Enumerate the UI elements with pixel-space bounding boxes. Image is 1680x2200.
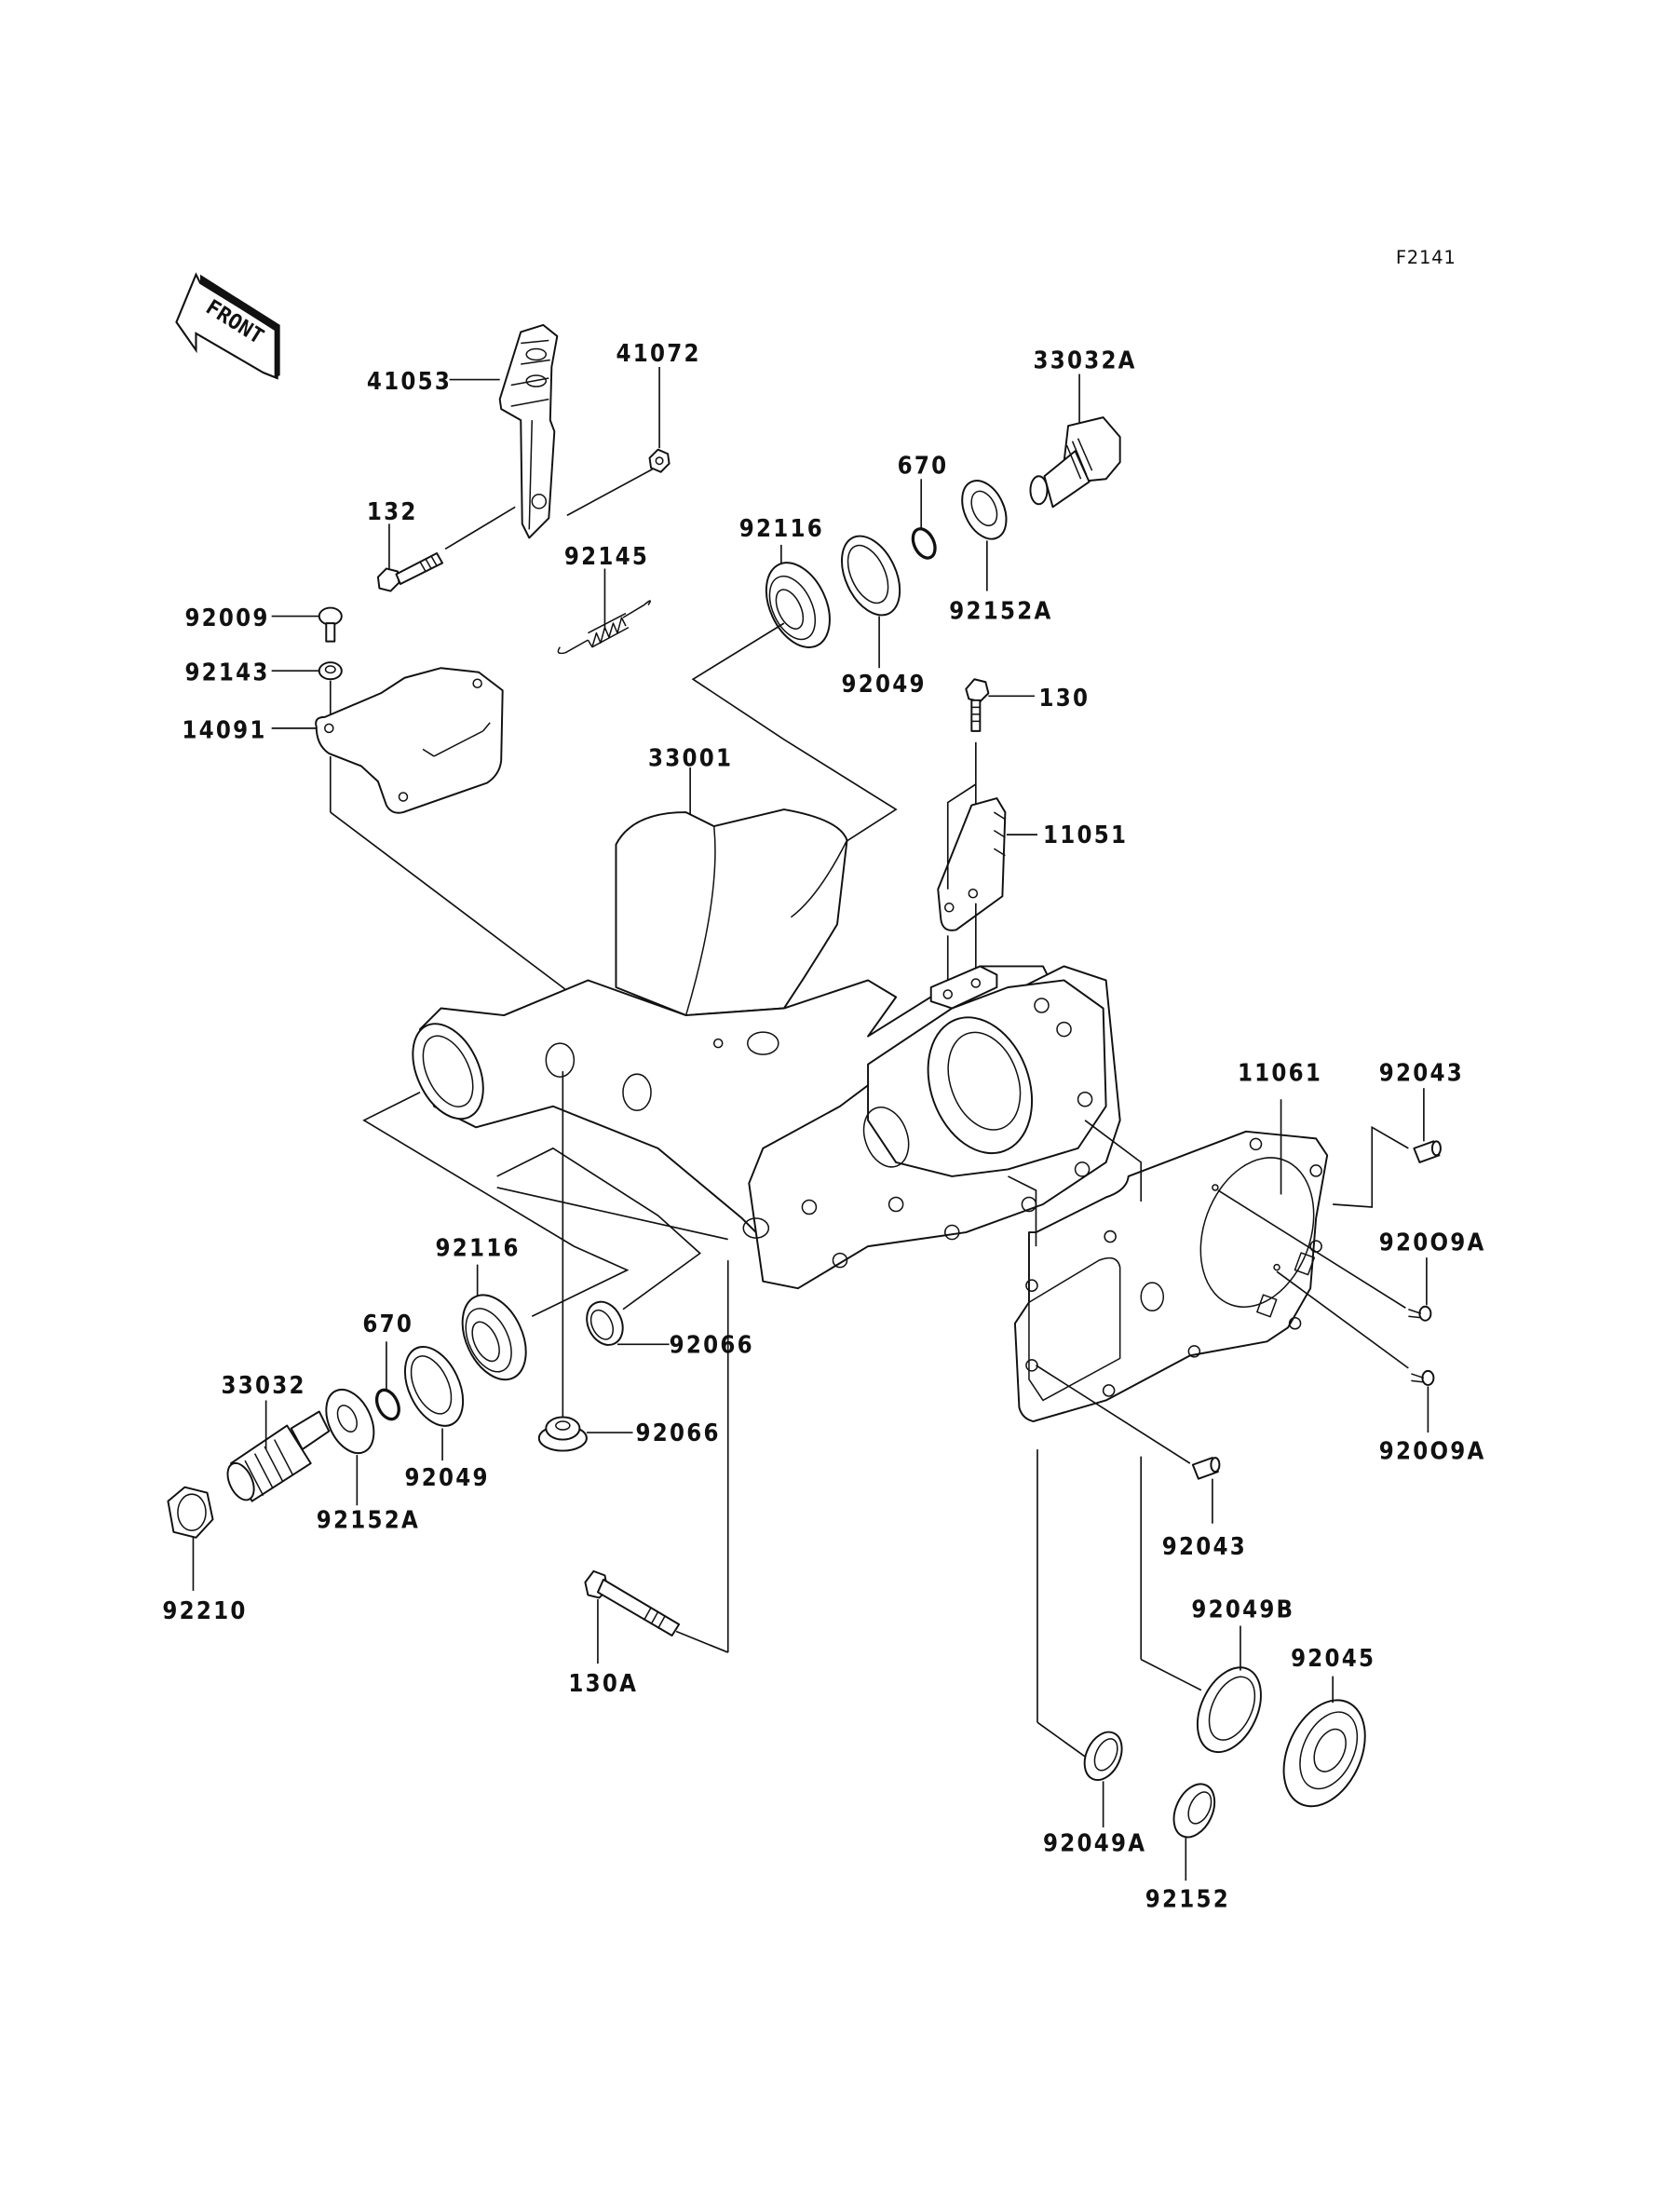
collar-part	[318, 661, 343, 681]
collar-part	[325, 1388, 375, 1455]
callout-41072[interactable]: 41072	[616, 340, 700, 368]
o-ring-part	[911, 527, 937, 560]
spring-part	[557, 600, 651, 655]
collar-part	[961, 480, 1008, 540]
screw-part	[1411, 1369, 1435, 1386]
callout-92152[interactable]: 92152	[1145, 1886, 1230, 1914]
callout-92066-top[interactable]: 92066	[670, 1331, 754, 1359]
callout-33032[interactable]: 33032	[222, 1372, 306, 1400]
callout-670-bottom[interactable]: 670	[362, 1310, 413, 1338]
callout-92049A[interactable]: 92049A	[1043, 1830, 1146, 1858]
figure-id: F2141	[1396, 247, 1456, 268]
lock-nut-part	[167, 1486, 214, 1539]
cover-part	[315, 667, 504, 814]
bearing-part	[461, 1294, 527, 1381]
bearing-part	[765, 562, 831, 648]
callout-92116-top[interactable]: 92116	[739, 515, 824, 543]
callout-33032A[interactable]: 33032A	[1033, 347, 1136, 375]
callout-92152A-top[interactable]: 92152A	[949, 598, 1052, 626]
cap-part	[537, 1416, 588, 1452]
oil-seal-part	[841, 535, 901, 617]
callout-92049-bottom[interactable]: 92049	[404, 1464, 489, 1492]
callout-92043-top[interactable]: 92043	[1379, 1060, 1464, 1088]
callout-11061[interactable]: 11061	[1238, 1060, 1322, 1088]
brake-arm-bracket-part	[498, 323, 559, 539]
pivot-shaft-part	[226, 1410, 331, 1502]
gasket-part	[1013, 1130, 1329, 1422]
callout-92210[interactable]: 92210	[162, 1597, 247, 1625]
callout-132[interactable]: 132	[367, 498, 418, 526]
callout-130[interactable]: 130	[1038, 685, 1090, 713]
callout-33001[interactable]: 33001	[648, 744, 733, 772]
callout-14091[interactable]: 14091	[182, 716, 266, 744]
oil-seal-part	[1196, 1666, 1262, 1754]
oil-seal-part	[403, 1346, 465, 1427]
dowel-pin-part	[1191, 1457, 1221, 1480]
nut-part	[648, 448, 671, 473]
callout-92009[interactable]: 92009	[184, 604, 269, 632]
flanged-bolt-part	[965, 678, 990, 732]
bracket-part	[937, 797, 1007, 931]
callout-92152A-bottom[interactable]: 92152A	[317, 1506, 420, 1534]
callout-92009A-top[interactable]: 920O9A	[1379, 1229, 1486, 1257]
screw-part	[1408, 1305, 1432, 1322]
screw-part	[318, 606, 343, 643]
collar-part	[1172, 1783, 1216, 1839]
callout-92116-bottom[interactable]: 92116	[436, 1235, 521, 1263]
callout-92049-top[interactable]: 92049	[842, 671, 927, 699]
bolt-part	[376, 551, 444, 592]
callout-92043-bottom[interactable]: 92043	[1162, 1533, 1247, 1561]
callout-92045[interactable]: 92045	[1291, 1645, 1375, 1673]
callout-670-top[interactable]: 670	[898, 452, 949, 480]
callout-41053[interactable]: 41053	[367, 368, 452, 396]
callout-92145[interactable]: 92145	[564, 543, 649, 571]
callout-11051[interactable]: 11051	[1043, 822, 1128, 849]
pivot-shaft-part	[1029, 416, 1121, 509]
callout-92049B[interactable]: 92049B	[1191, 1596, 1294, 1623]
callout-92009A-bottom[interactable]: 920O9A	[1379, 1438, 1486, 1466]
dowel-pin-part	[1413, 1140, 1442, 1163]
callout-92066-bottom[interactable]: 92066	[636, 1419, 721, 1447]
o-ring-part	[374, 1388, 400, 1421]
cap-part	[586, 1300, 624, 1346]
callout-92143[interactable]: 92143	[184, 659, 269, 687]
oil-seal-part	[1083, 1731, 1123, 1781]
callout-130A[interactable]: 130A	[568, 1670, 638, 1698]
front-arrow-icon: FRONT	[175, 272, 280, 380]
swing-arm-housing-part	[412, 808, 1121, 1290]
flanged-bolt-part	[584, 1569, 681, 1637]
ball-bearing-part	[1282, 1699, 1366, 1808]
